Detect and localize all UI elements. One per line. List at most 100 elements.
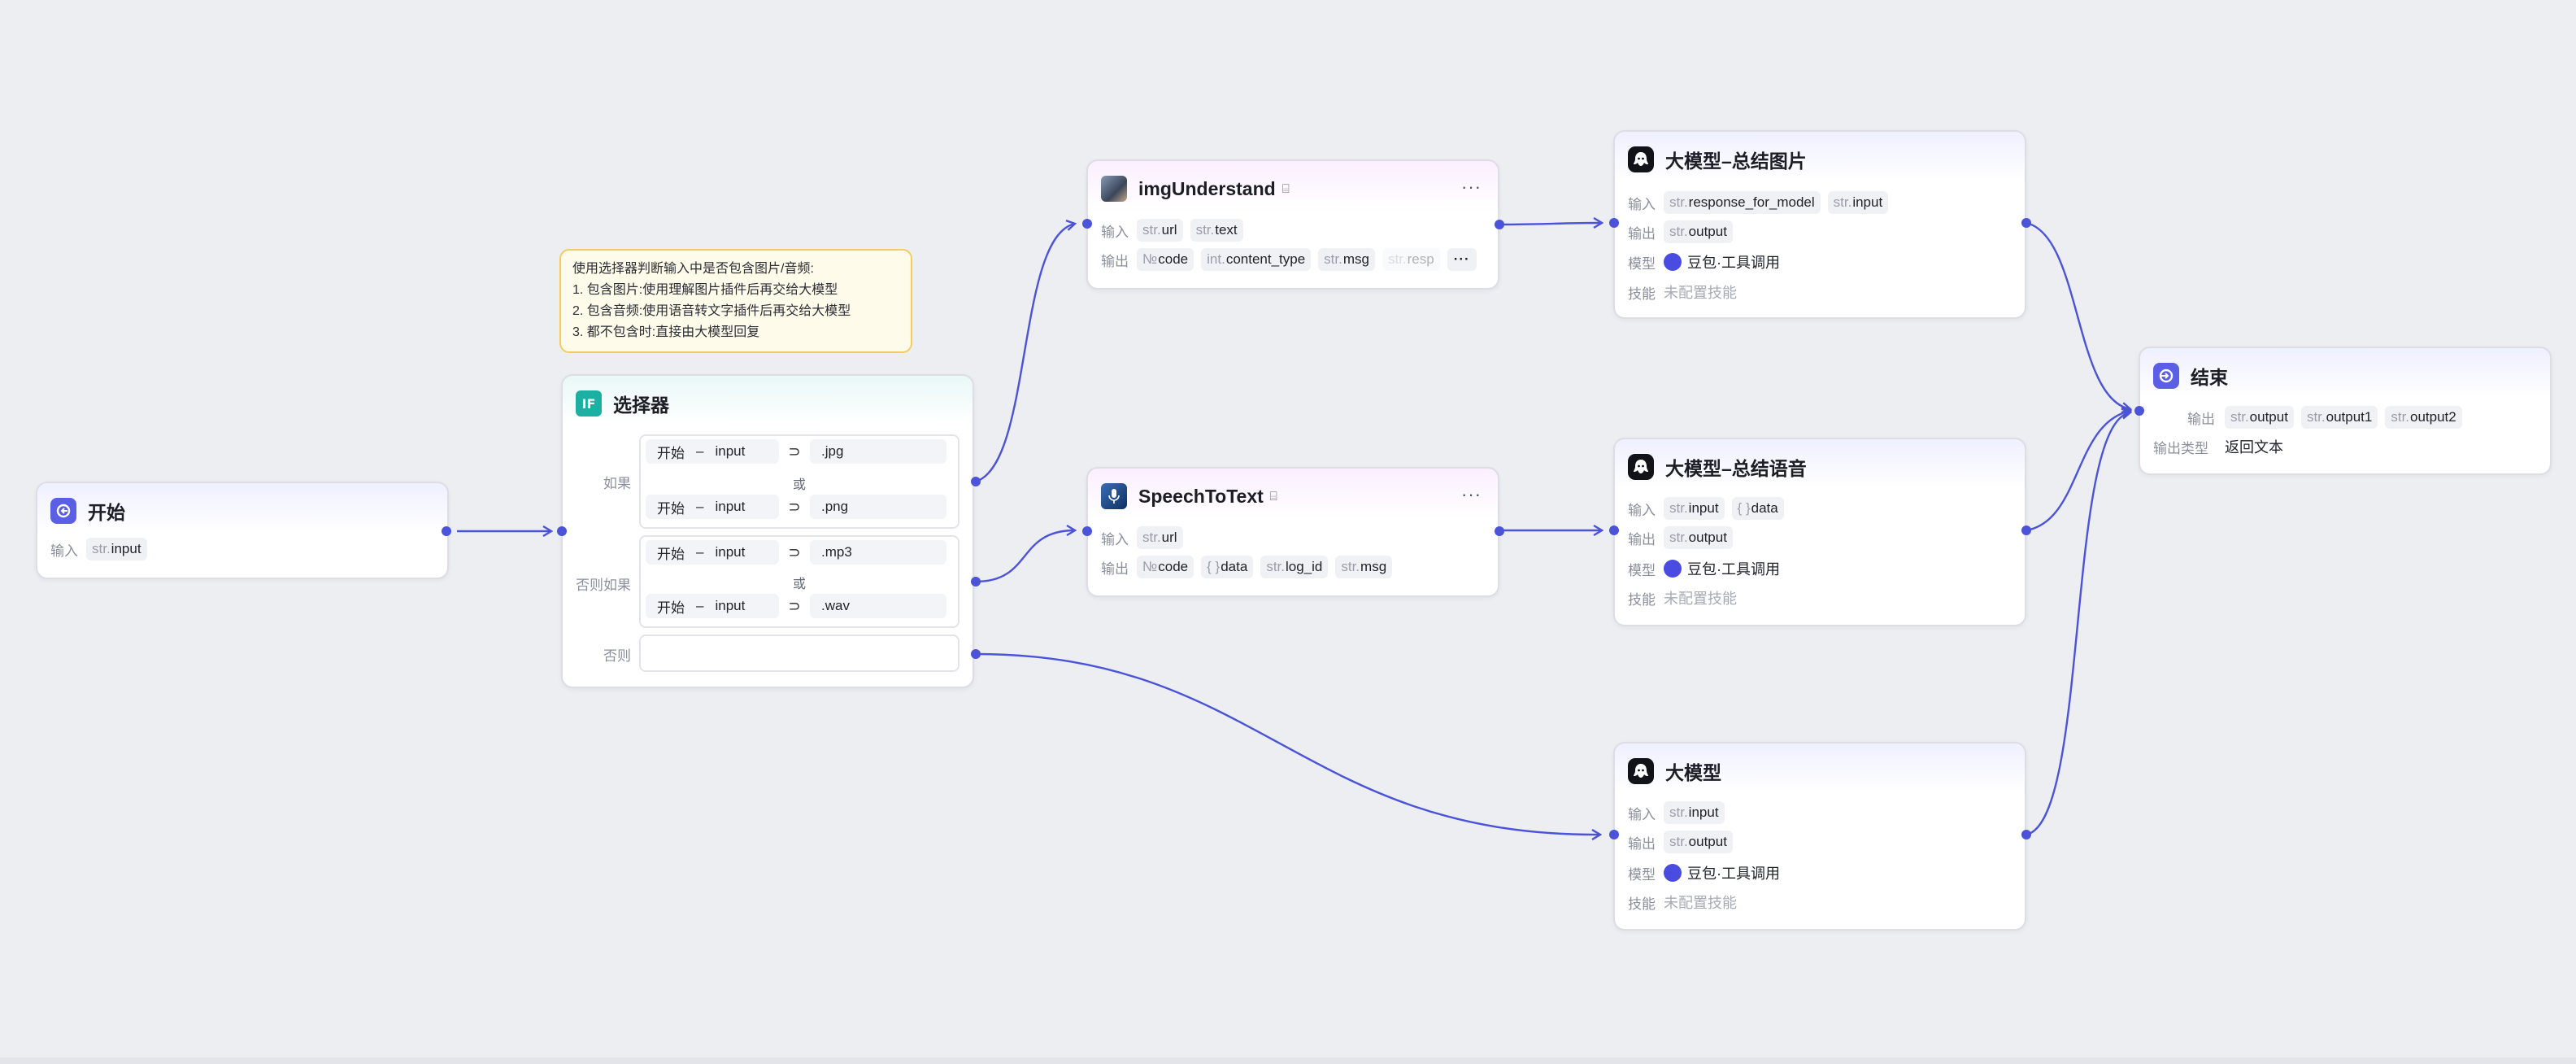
param-tag: str.log_id [1260,556,1329,578]
condition-value[interactable]: .wav [810,594,946,618]
condition-operator[interactable]: ⊃ [788,543,801,560]
param-tag: str.input [1664,801,1725,824]
condition-value[interactable]: .mp3 [810,540,946,565]
if-branch-label: 如果 [603,476,631,491]
output-label: 输出 [1101,253,1129,269]
model-label: 模型 [1628,255,1656,272]
node-title: 开始 [88,502,125,523]
note-line: 2. 包含音频:使用语音转文字插件后再交给大模型 [572,304,851,318]
output-type-value: 返回文本 [2225,439,2283,456]
llm-speech-output-port[interactable] [2021,525,2031,535]
param-tag: str.output [1664,526,1733,549]
edge-imgunderstand-to-llm-image[interactable] [1500,223,1602,225]
llm-speech-input-port[interactable] [1609,525,1619,535]
skills-value: 未配置技能 [1664,591,1737,607]
output-label: 输出 [1101,560,1129,577]
param-tag: str.output [1664,831,1733,853]
llm-output-port[interactable] [2021,830,2031,839]
llm-image-input-port[interactable] [1609,218,1619,228]
node-title: 大模型–总结图片 [1665,150,1807,172]
note-line: 1. 包含图片:使用理解图片插件后再交给大模型 [572,283,838,297]
bottom-edge [0,1057,2576,1064]
edge-llm-speech-to-end[interactable] [2026,411,2130,532]
param-tag: str.input [86,538,147,560]
else-output-port[interactable] [971,649,981,659]
imgunderstand-node[interactable]: imgUnderstand ⌸ ··· 输入 str.url str.text … [1086,159,1499,290]
condition-value[interactable]: .jpg [810,439,946,464]
condition-operator[interactable]: ⊃ [788,597,801,614]
if-output-port[interactable] [971,477,981,486]
model-logo-icon [1664,253,1682,271]
if-condition-group[interactable]: 开始–input ⊃ .jpg 或 开始–input ⊃ .png [639,434,959,529]
condition-value[interactable]: .png [810,495,946,519]
llm-node[interactable]: 大模型 输入 str.input 输出 str.output 模型 豆包·工具调… [1613,742,2026,931]
node-title: 结束 [2191,367,2228,388]
llm-speech-node[interactable]: 大模型–总结语音 输入 str.input { }data 输出 str.out… [1613,438,2026,626]
input-label: 输入 [1628,196,1656,212]
condition-left-operand[interactable]: 开始–input [646,495,779,519]
imgunderstand-output-port[interactable] [1495,220,1504,229]
more-options-button[interactable]: ··· [1461,484,1482,504]
imgunderstand-input-port[interactable] [1082,219,1092,229]
condition-left-operand[interactable]: 开始–input [646,439,779,464]
output-type-label: 输出类型 [2153,440,2208,456]
speechtotext-input-port[interactable] [1082,526,1092,536]
skills-value: 未配置技能 [1664,895,1737,911]
edge-if-to-imgunderstand[interactable] [975,224,1075,483]
node-title: 选择器 [613,395,669,416]
edge-llm-plain-to-end[interactable] [2026,412,2130,836]
model-name: 豆包·工具调用 [1687,866,1780,882]
condition-left-operand[interactable]: 开始–input [646,594,779,618]
edge-else-to-llm[interactable] [975,652,1600,835]
param-tag: str.msg [1335,556,1393,578]
output-label: 输出 [1628,531,1656,547]
if-icon: IF [576,390,602,416]
start-output-port[interactable] [442,526,451,536]
output-label: 输出 [1628,225,1656,242]
elseif-output-port[interactable] [971,577,981,587]
else-branch-box[interactable] [639,634,959,672]
condition-operator[interactable]: ⊃ [788,498,801,515]
skills-value: 未配置技能 [1664,285,1737,301]
edge-llm-image-to-end[interactable] [2026,221,2130,409]
param-tag: str.input [1827,191,1889,214]
param-tag: str.msg [1318,248,1375,271]
else-branch-label: 否则 [603,648,631,664]
param-tag: str.output [2225,406,2294,429]
param-tag: { }data [1731,497,1784,520]
node-title: SpeechToText [1138,485,1264,507]
param-tag: str.resp [1382,248,1440,271]
param-tag: { }data [1201,556,1254,578]
model-label: 模型 [1628,866,1656,883]
input-label: 输入 [1101,531,1129,547]
plugin-badge-icon: ⌸ [1269,489,1277,504]
skills-label: 技能 [1628,896,1656,912]
selector-input-port[interactable] [557,526,567,536]
llm-image-node[interactable]: 大模型–总结图片 输入 str.response_for_model str.i… [1613,130,2026,319]
start-node[interactable]: 开始 输入 str.input [36,482,449,579]
end-icon [2153,363,2179,389]
param-tag: str.response_for_model [1664,191,1821,214]
input-label: 输入 [50,543,78,559]
elseif-condition-group[interactable]: 开始–input ⊃ .mp3 或 开始–input ⊃ .wav [639,535,959,628]
llm-icon [1628,758,1654,784]
condition-operator[interactable]: ⊃ [788,443,801,460]
model-name: 豆包·工具调用 [1687,561,1780,578]
end-input-port[interactable] [2134,406,2144,416]
more-outputs-button[interactable]: ··· [1447,248,1477,271]
more-options-button[interactable]: ··· [1461,177,1482,197]
llm-input-port[interactable] [1609,830,1619,839]
image-plugin-icon [1101,176,1127,202]
param-tag: str.output1 [2300,406,2378,429]
edge-elseif-to-speechtotext[interactable] [975,530,1075,583]
skills-label: 技能 [1628,286,1656,302]
llm-image-output-port[interactable] [2021,218,2031,228]
comment-note[interactable]: 使用选择器判断输入中是否包含图片/音频: 1. 包含图片:使用理解图片插件后再交… [559,249,912,353]
speechtotext-output-port[interactable] [1495,526,1504,536]
end-node[interactable]: 结束 输出 str.output str.output1 str.output2… [2139,347,2552,475]
condition-left-operand[interactable]: 开始–input [646,540,779,565]
